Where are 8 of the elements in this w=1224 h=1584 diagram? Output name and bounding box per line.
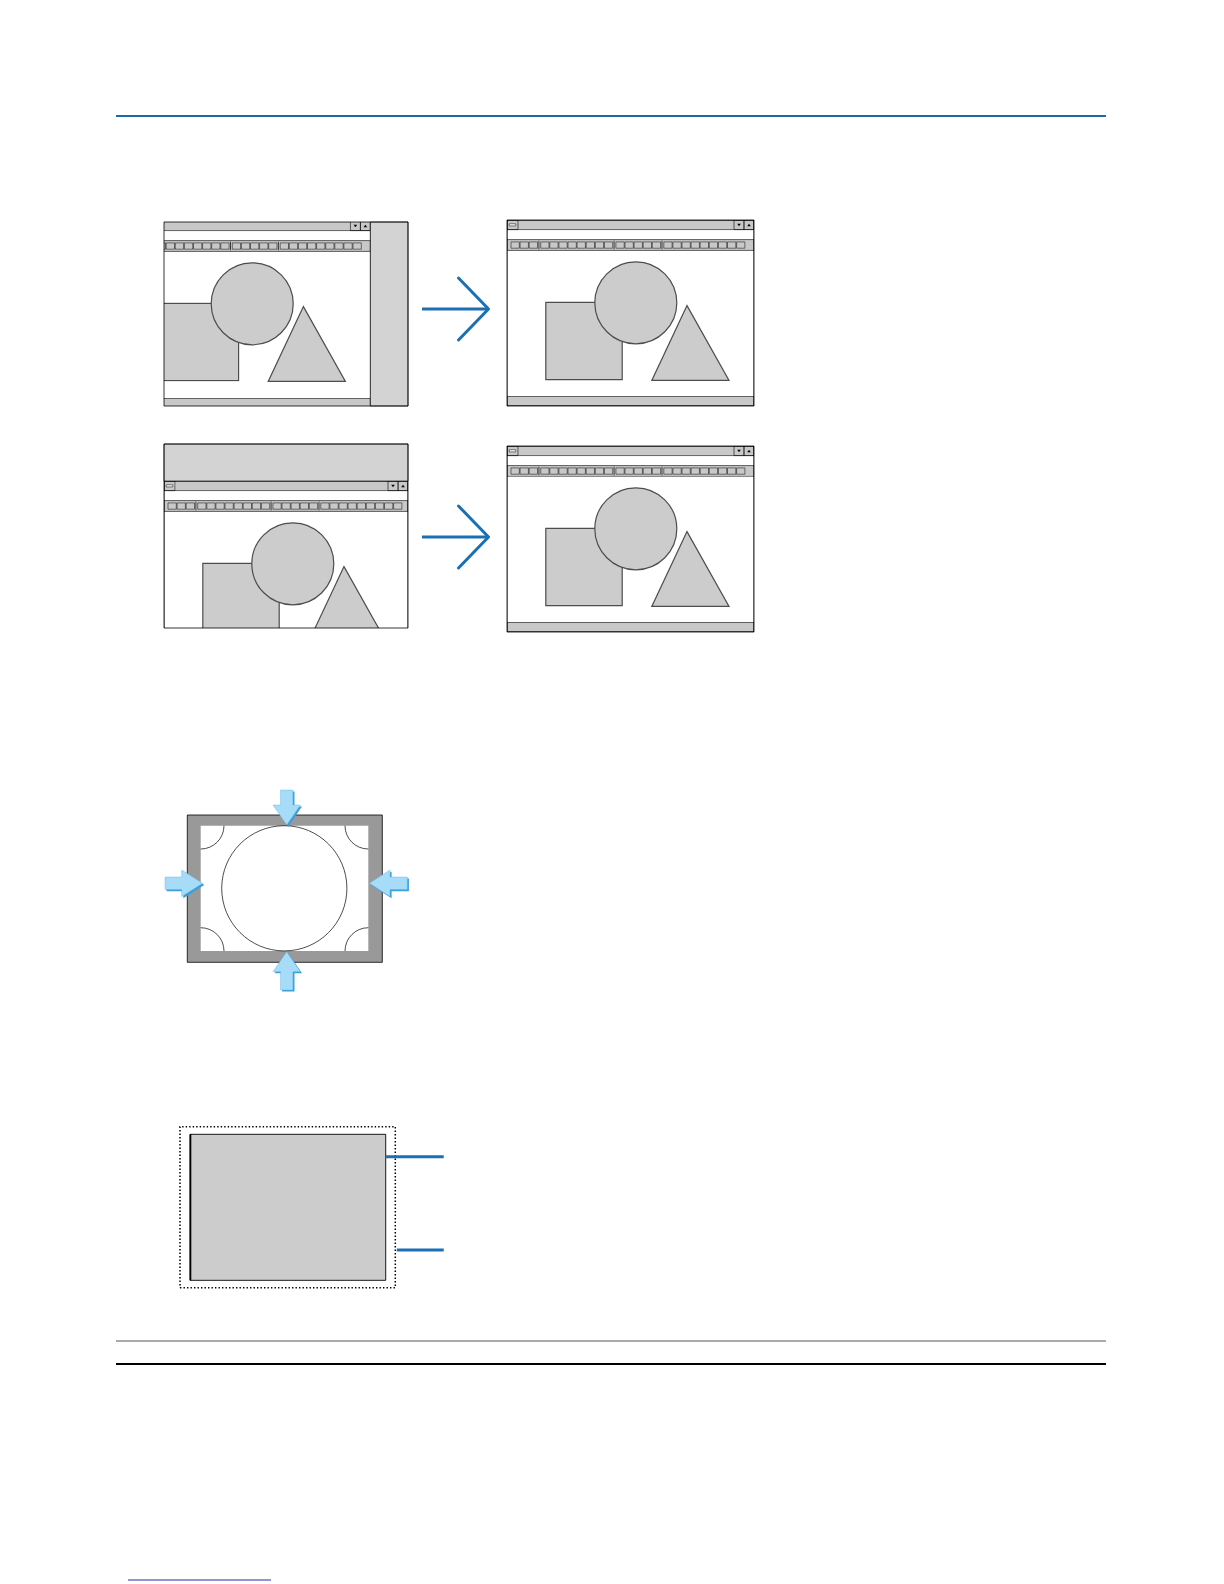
dotted-frame (179, 1125, 397, 1289)
window-picture (163, 443, 409, 629)
window-picture (506, 445, 755, 633)
window-picture (506, 219, 755, 407)
leader-line (385, 1155, 444, 1159)
image-area (189, 1133, 387, 1282)
leader-line (396, 1248, 444, 1252)
window-picture (163, 221, 409, 407)
